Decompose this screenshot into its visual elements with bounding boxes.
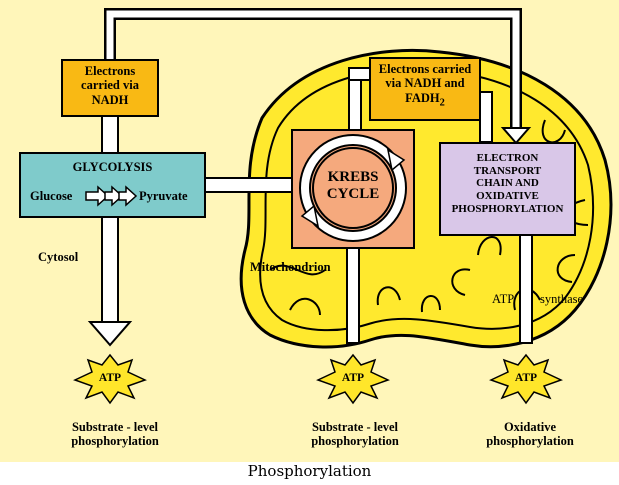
outcome-2-line2: phosphorylation [311, 434, 399, 449]
krebs-up-line [348, 74, 362, 131]
outcome-3-line1: Oxidative [503, 420, 557, 434]
atp-synthase-label: synthase [540, 292, 584, 306]
glycolysis-box [19, 152, 206, 218]
atp-burst-2 [316, 353, 390, 405]
etc-line4: OXIDATIVE [476, 189, 539, 202]
etc-down-line [519, 234, 533, 344]
diagram-canvas [0, 0, 619, 462]
atp-burst-3 [489, 353, 563, 405]
nadh-fadh-box [369, 57, 481, 121]
figure-caption: Phosphorylation [247, 462, 372, 480]
nadh-fadh-box-label: Electrons carried via NADH and FADH2 [372, 62, 478, 109]
outcome-1-line1: Substrate - level [71, 420, 159, 434]
pyruvate-connector [202, 177, 294, 193]
oxidative-outcome: Oxidative phosphorylation [470, 420, 590, 449]
atp-burst-1 [73, 353, 147, 405]
substrate-level-outcome-2: Substrate - level phosphorylation [280, 420, 430, 449]
glucose-label: Glucose [30, 189, 73, 203]
pyruvate-label: Pyruvate [139, 189, 188, 203]
krebs-label: KREBS CYCLE [313, 169, 393, 204]
outcome-3-line2: phosphorylation [486, 434, 574, 449]
top-return-arrow [104, 8, 532, 145]
krebs-cycle-circle [299, 134, 407, 242]
nadh-fadh-line2: via NADH and [385, 76, 465, 91]
glucose-arrows [85, 185, 138, 207]
glycolysis-title: GLYCOLYSIS [72, 160, 153, 174]
nadh-connector [101, 114, 119, 156]
etc-line2: TRANSPORT [473, 164, 542, 177]
etc-label: ELECTRON TRANSPORT CHAIN AND OXIDATIVE P… [440, 152, 575, 215]
outcome-1-line2: phosphorylation [71, 434, 159, 449]
cytosol-down-arrow [87, 189, 133, 347]
mitochondrion-label: Mitochondrion [250, 260, 331, 274]
atp-synthase-atp-label: ATP [492, 292, 515, 306]
atp-label-3: ATP [514, 372, 538, 384]
etc-line1: ELECTRON [476, 152, 539, 164]
atp-label-2: ATP [341, 372, 365, 384]
krebs-line1: KREBS [327, 169, 379, 185]
fadh-subscript: 2 [439, 97, 445, 109]
nadh-fadh-line3: FADH2 [372, 91, 478, 109]
etc-box [439, 142, 576, 236]
krebs-line2: CYCLE [326, 186, 380, 203]
nadh-box [61, 59, 159, 117]
etc-line3: CHAIN AND [476, 177, 539, 190]
nadh-fadh-line1: Electrons carried [378, 62, 472, 76]
fadh-text: FADH [405, 90, 440, 105]
substrate-level-outcome-1: Substrate - level phosphorylation [40, 420, 190, 449]
nadh-box-label: Electrons carried via NADH [81, 64, 139, 107]
cytosol-label: Cytosol [38, 250, 79, 264]
fadh-etc-line [479, 91, 493, 143]
outcome-2-line1: Substrate - level [311, 420, 399, 434]
etc-line5: PHOSPHORYLATION [451, 202, 564, 215]
atp-label-1: ATP [98, 372, 122, 384]
